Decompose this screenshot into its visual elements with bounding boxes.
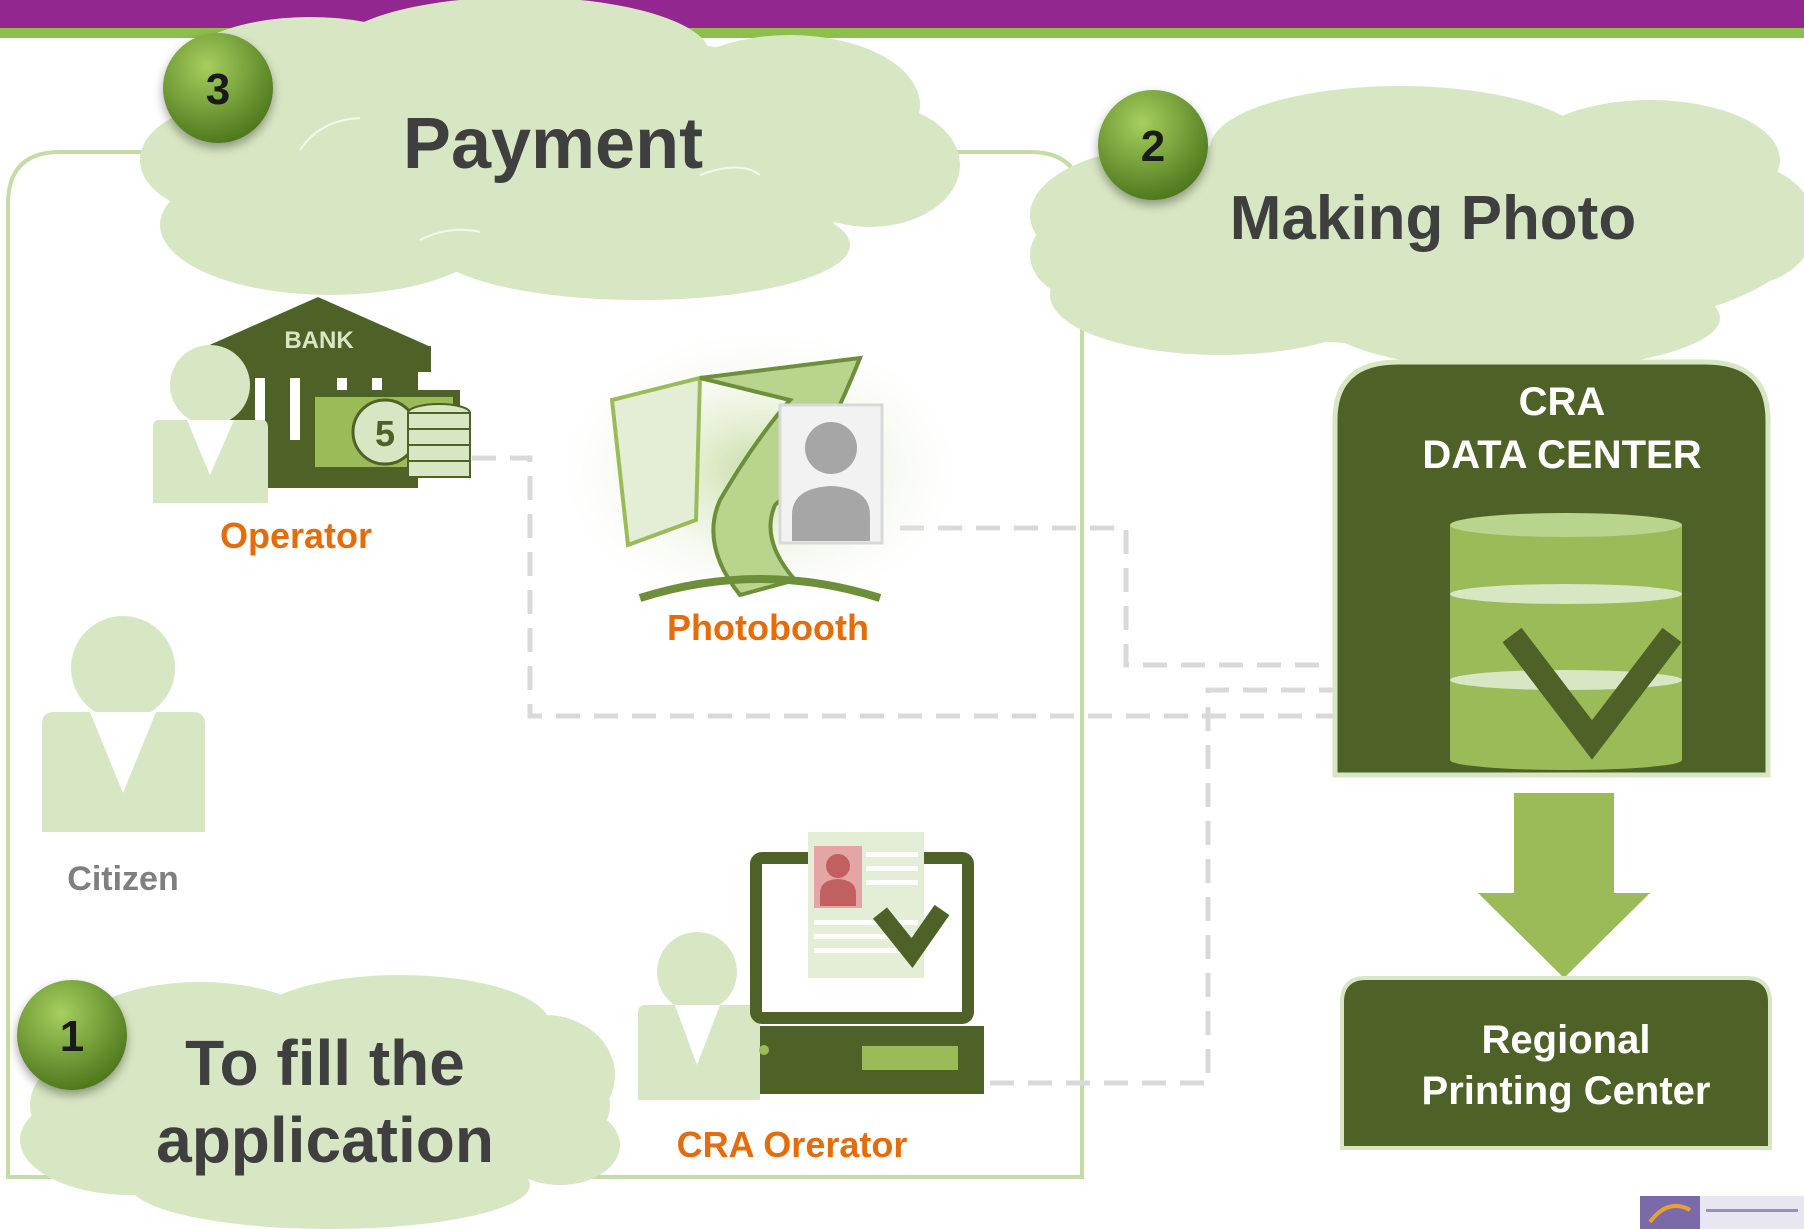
data-center-title-line2: DATA CENTER xyxy=(1422,433,1701,477)
form-checkmark-icon xyxy=(872,904,950,969)
step-title-fill-line2: application xyxy=(156,1104,494,1176)
step-badge-2 xyxy=(1098,90,1208,200)
cloud-fill-application xyxy=(20,975,620,1229)
photobooth-label: Photobooth xyxy=(667,607,869,648)
step-title-fill-line1: To fill the xyxy=(185,1027,465,1099)
cra-operator-person-icon xyxy=(638,932,760,1100)
connector-operator-to-datacenter xyxy=(472,455,1450,719)
operator-label: Operator xyxy=(220,515,372,556)
process-frame xyxy=(6,150,1084,1179)
connector-cra-operator-to-datacenter xyxy=(990,687,1450,1086)
step-number-2: 2 xyxy=(1141,122,1165,171)
step-title-payment: Payment xyxy=(403,104,703,184)
step-title-making-photo: Making Photo xyxy=(1230,184,1636,253)
database-icon xyxy=(1450,513,1682,770)
printing-center-line1: Regional xyxy=(1482,1018,1651,1062)
header-green-line xyxy=(0,28,1804,38)
cloud-payment-ridges xyxy=(299,117,761,241)
step-number-3: 3 xyxy=(206,65,230,114)
data-center-title-line1: CRA xyxy=(1519,380,1606,424)
printing-center-line2: Printing Center xyxy=(1422,1069,1711,1113)
bank-label: BANK xyxy=(284,327,354,354)
application-form-icon xyxy=(808,832,924,978)
photobooth-icon xyxy=(545,320,975,620)
down-arrow-icon xyxy=(1478,793,1650,978)
step-badge-1 xyxy=(17,980,127,1090)
dashed-connectors xyxy=(472,455,1450,1086)
operator-person-icon xyxy=(153,345,268,503)
cloud-making-photo xyxy=(1030,86,1804,370)
cra-operator-label: CRA Orerator xyxy=(677,1124,908,1165)
computer-monitor-icon xyxy=(750,852,984,1094)
corner-logo xyxy=(1640,1196,1804,1229)
citizen-person-icon xyxy=(42,616,205,832)
citizen-label: Citizen xyxy=(67,860,178,898)
database-checkmark-icon xyxy=(1502,627,1682,760)
coin-value: 5 xyxy=(375,413,395,454)
printing-center-box xyxy=(1340,976,1772,1150)
step-number-1: 1 xyxy=(60,1012,84,1061)
cloud-payment xyxy=(140,0,960,300)
banknote-coins-icon xyxy=(308,390,471,478)
step-badge-3 xyxy=(163,33,273,143)
